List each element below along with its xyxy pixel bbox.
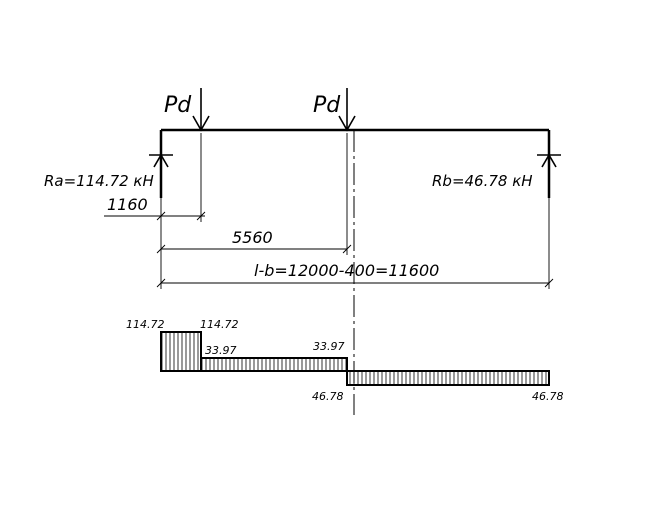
shear-value-3-left: 46.78	[312, 390, 344, 403]
shear-diagram	[160, 331, 550, 386]
shear-value-2-right: 33.97	[313, 340, 345, 353]
shear-block-1	[160, 331, 202, 372]
load-arrow-left	[192, 88, 210, 132]
dimension-span	[156, 198, 554, 289]
load-arrow-right	[338, 88, 356, 132]
load-label-right: Pd	[313, 93, 341, 118]
shear-block-2	[200, 357, 348, 372]
dimension-label-1160: 1160	[107, 195, 148, 214]
shear-value-1-right: 114.72	[200, 318, 239, 331]
reaction-arrow-a	[149, 153, 173, 198]
reaction-label-a: Ra=114.72 кН	[44, 172, 154, 190]
shear-value-2-left: 33.97	[205, 344, 237, 357]
dimension-label-5560: 5560	[232, 228, 273, 247]
shear-value-1-left: 114.72	[126, 318, 165, 331]
dimension-label-span: l-b=12000-400=11600	[254, 261, 439, 280]
shear-value-3-right: 46.78	[532, 390, 564, 403]
reaction-arrow-b	[537, 153, 561, 198]
dimension-5560	[156, 133, 352, 289]
shear-block-3	[346, 370, 550, 386]
load-label-left: Pd	[164, 93, 192, 118]
reaction-label-b: Rb=46.78 кН	[432, 172, 533, 190]
